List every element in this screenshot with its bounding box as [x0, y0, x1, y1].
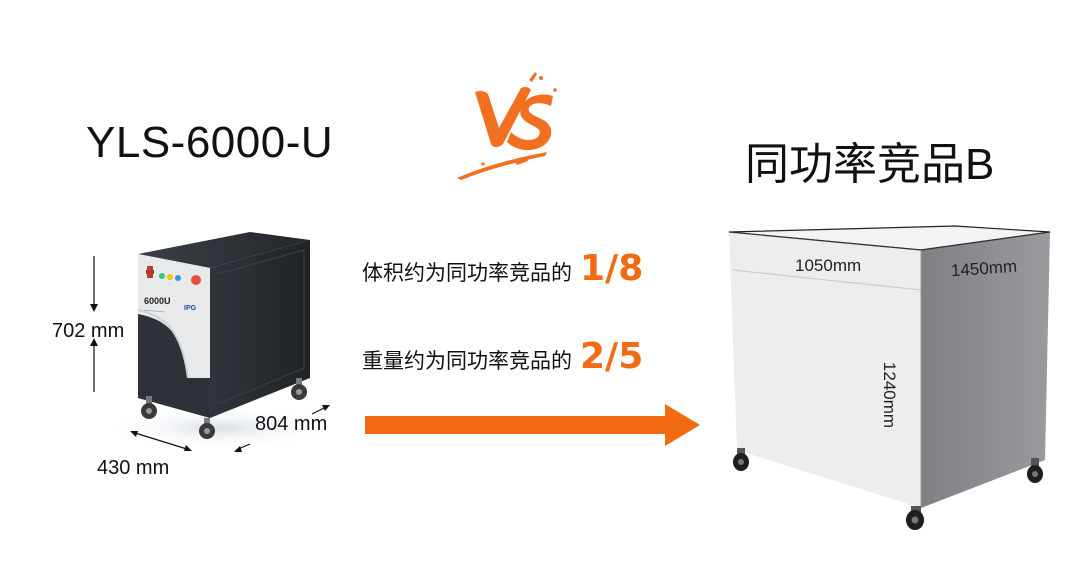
- height-dimension-arrows: [90, 256, 98, 392]
- competitor-height-label: 1240mm: [880, 361, 900, 429]
- competitor-width-label: 1050mm: [795, 256, 862, 275]
- height-dimension-label: 702 mm: [52, 320, 125, 342]
- depth-dimension-arrow: [234, 405, 330, 452]
- volume-comparison: 体积约为同功率竞品的 1/8: [362, 248, 643, 289]
- weight-ratio: 2/5: [580, 336, 644, 377]
- vs-logo-icon: [457, 72, 557, 180]
- panel-model-label: 6000U: [144, 296, 171, 306]
- volume-comparison-label: 体积约为同功率竞品的: [362, 261, 572, 285]
- volume-ratio: 1/8: [580, 248, 644, 289]
- competitor-cabinet-image: [728, 225, 1051, 530]
- depth-dimension-label: 804 mm: [255, 413, 328, 435]
- width-dimension-label: 430 mm: [97, 457, 170, 479]
- arrow-right-icon: [365, 404, 700, 446]
- weight-comparison-label: 重量约为同功率竞品的: [362, 349, 572, 373]
- right-product-title: 同功率竞品B: [745, 140, 995, 189]
- ylsu-laser-machine-image: 6000U IPG: [100, 232, 340, 450]
- left-product-title: YLS-6000-U: [86, 118, 334, 167]
- panel-logo: IPG: [184, 305, 197, 312]
- width-dimension-arrow: [130, 431, 192, 451]
- weight-comparison: 重量约为同功率竞品的 2/5: [362, 336, 643, 377]
